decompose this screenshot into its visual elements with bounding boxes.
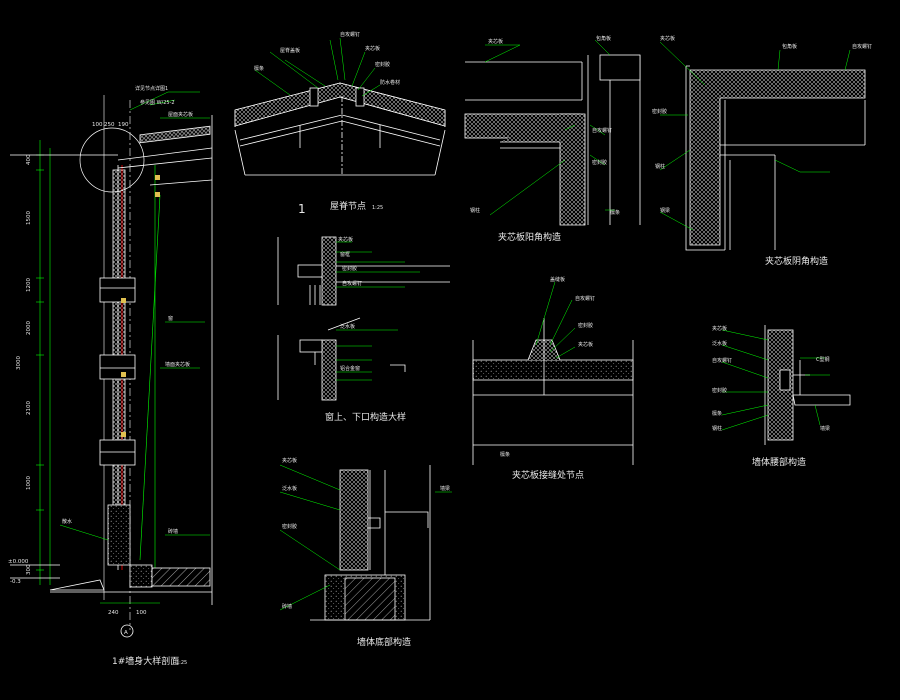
caption-wall-section: 1#墙身大样剖面 (112, 655, 179, 667)
caption-sandwich-joint: 夹芯板接缝处节点 (512, 469, 584, 481)
window-label-2: 窗框 (340, 251, 350, 258)
base-label-5: 墙梁 (440, 485, 450, 492)
corner2-label-6: 钢梁 (660, 207, 670, 214)
wall-middle-detail (721, 325, 851, 445)
dim-vertical-2: 1500 (26, 211, 32, 225)
dim-bottom-2: 100 (136, 610, 147, 616)
dim-vertical-6: 3000 (16, 356, 22, 370)
elevation-zero: ±0.000 (8, 559, 29, 565)
corner-label-1: 夹芯板 (488, 38, 503, 45)
wall-section-detail (10, 91, 213, 638)
ridge-label-1: 屋脊盖板 (280, 47, 300, 54)
elevation-low: -0.3 (10, 579, 21, 585)
window-label-4: 自攻螺钉 (342, 280, 362, 287)
axis-label: A (124, 630, 128, 636)
joint-label-5: 檩条 (500, 451, 510, 458)
caption-wall-middle: 墙体腰部构造 (752, 456, 806, 468)
caption-ridge-node-scale: 1:25 (372, 205, 383, 211)
ridge-node-detail (234, 37, 446, 176)
window-label-3: 密封胶 (342, 265, 357, 272)
ridge-label-6: 防水卷材 (380, 79, 400, 86)
joint-label-3: 密封胶 (578, 322, 593, 329)
base-label-1: 夹芯板 (282, 457, 297, 464)
caption-sandwich-corner: 夹芯板阳角构造 (498, 231, 561, 243)
wall-callout-1: 详见节点详图1 (135, 85, 168, 92)
wall-callout-4: 窗 (168, 315, 173, 322)
dim-vertical-4: 2000 (26, 321, 32, 335)
corner-label-2: 包角板 (596, 35, 611, 42)
caption-wall-base: 墙体底部构造 (357, 636, 411, 648)
corner2-label-5: 钢柱 (655, 163, 665, 170)
middle-label-8: 墙梁 (820, 425, 830, 432)
ridge-node-number: 1 (298, 202, 306, 216)
corner2-label-4: 密封胶 (652, 108, 667, 115)
middle-label-3: 自攻螺钉 (712, 357, 732, 364)
ridge-label-4: 密封胶 (375, 61, 390, 68)
dim-top-1: 100 (92, 122, 103, 128)
ridge-label-2: 自攻螺钉 (340, 31, 360, 38)
ridge-label-5: 檩条 (254, 65, 264, 72)
dim-bottom-1: 240 (108, 610, 119, 616)
corner-label-5: 檩条 (610, 209, 620, 216)
window-label-5: 泛水板 (340, 323, 355, 330)
caption-window-node: 窗上、下口构造大样 (325, 411, 406, 423)
dim-top-2: 250 (104, 122, 115, 128)
joint-label-4: 夹芯板 (578, 341, 593, 348)
window-label-1: 夹芯板 (338, 236, 353, 243)
sandwich-joint-detail (472, 281, 634, 465)
sandwich-corner-detail (464, 39, 641, 226)
dim-vertical-3: 1200 (26, 278, 32, 292)
wall-base-detail (279, 464, 452, 621)
window-label-6: 铝合金窗 (340, 365, 360, 372)
dim-vertical-7: 1000 (26, 476, 32, 490)
corner-label-3: 自攻螺钉 (592, 127, 612, 134)
corner2-label-2: 包角板 (782, 43, 797, 50)
caption-ridge-node: 屋脊节点 (330, 200, 366, 212)
middle-label-4: 密封胶 (712, 387, 727, 394)
wall-callout-6: 砖墙 (168, 528, 178, 535)
wall-callout-7: 散水 (62, 518, 72, 525)
window-detail (277, 236, 450, 401)
ridge-label-3: 夹芯板 (365, 45, 380, 52)
dim-vertical-5: 2100 (26, 401, 32, 415)
base-label-3: 密封胶 (282, 523, 297, 530)
caption-wall-section-scale: 1:25 (176, 660, 187, 666)
sandwich-inner-corner-detail (659, 41, 866, 251)
dim-vertical-1: 400 (26, 154, 32, 165)
middle-label-5: 檩条 (712, 410, 722, 417)
wall-callout-5: 墙面夹芯板 (165, 361, 190, 368)
wall-callout-2: 参见图 W/25-2 (140, 99, 175, 106)
base-label-2: 泛水板 (282, 485, 297, 492)
corner2-label-3: 自攻螺钉 (852, 43, 872, 50)
corner-label-4: 密封胶 (592, 159, 607, 166)
dim-vertical-8: 300 (26, 564, 32, 575)
dim-top-3: 190 (118, 122, 129, 128)
corner2-label-1: 夹芯板 (660, 35, 675, 42)
middle-label-2: 泛水板 (712, 340, 727, 347)
middle-label-1: 夹芯板 (712, 325, 727, 332)
joint-label-2: 自攻螺钉 (575, 295, 595, 302)
wall-callout-3: 屋面夹芯板 (168, 111, 193, 118)
middle-label-6: 钢柱 (712, 425, 722, 432)
corner-label-6: 钢柱 (470, 207, 480, 214)
caption-sandwich-inner-corner: 夹芯板阴角构造 (765, 255, 828, 267)
joint-label-1: 盖缝板 (550, 276, 565, 283)
middle-label-7: C型钢 (816, 356, 830, 363)
base-label-4: 砖墙 (282, 603, 292, 610)
